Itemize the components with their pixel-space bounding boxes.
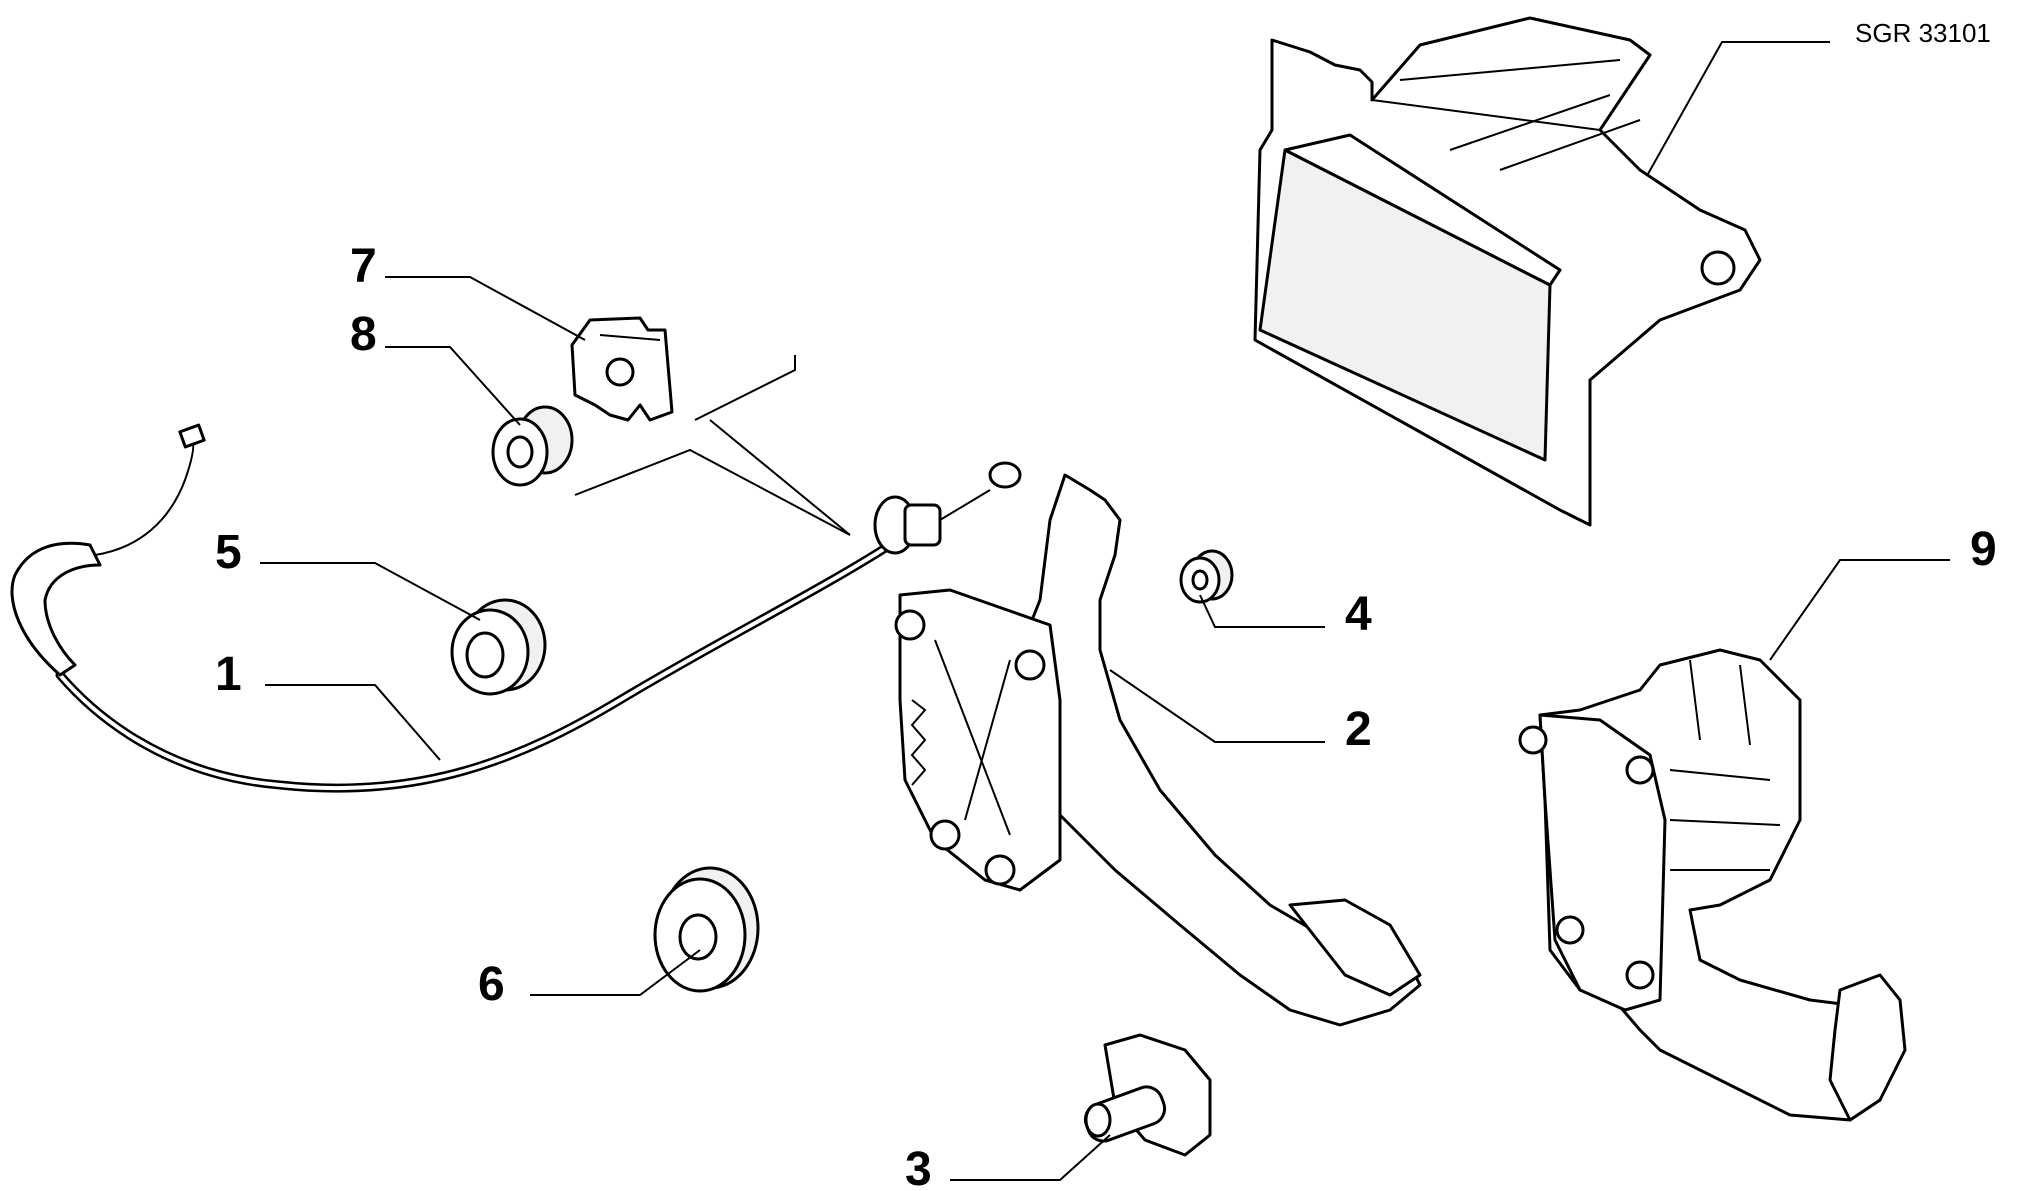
callout-3: 3: [905, 1143, 932, 1191]
leader-8: [385, 346, 521, 426]
leader-1c: [694, 355, 796, 421]
leader-1d: [709, 419, 851, 536]
bush: [450, 598, 547, 696]
leader-5: [260, 562, 481, 621]
callout-6: 6: [478, 958, 505, 1011]
leader-1: [265, 684, 441, 761]
grommet-4: [1179, 549, 1234, 604]
callout-7: 7: [350, 240, 377, 293]
leader-reference: [1624, 41, 1830, 216]
spring-clip: [570, 316, 674, 422]
callout-5: 5: [215, 526, 242, 579]
reference-code: SGR 33101: [1855, 18, 1991, 48]
pedal-assembly: [894, 473, 1422, 1027]
pedal-assembly-complete: [1518, 648, 1907, 1122]
leader-9: [1769, 559, 1950, 661]
leader-4: [1199, 594, 1325, 628]
callout-1: 1: [215, 648, 242, 701]
callout-8: 8: [350, 308, 377, 361]
leader-3: [950, 1134, 1111, 1181]
callout-9: 9: [1970, 523, 1997, 576]
leader-2: [1109, 669, 1325, 743]
push-clip: [1083, 1033, 1212, 1157]
leader-1b: [574, 448, 851, 536]
grommet-small: [491, 405, 574, 487]
leader-6: [530, 949, 701, 996]
accelerator-cable: [10, 423, 1022, 793]
callout-4: 4: [1345, 588, 1372, 641]
mounting-bracket: [1253, 16, 1762, 527]
leader-7: [385, 276, 586, 341]
callout-2: 2: [1345, 703, 1372, 756]
washer: [653, 866, 760, 993]
